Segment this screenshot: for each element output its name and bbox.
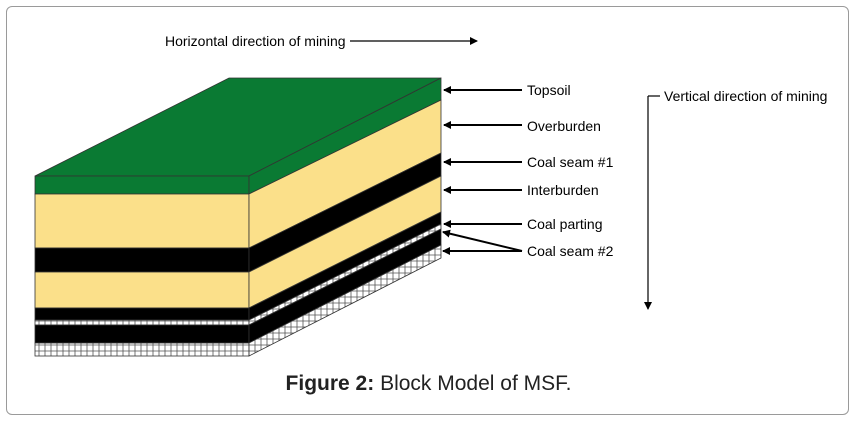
coal-seam-2-leader-upper xyxy=(442,229,523,252)
front-floor xyxy=(34,342,250,357)
vertical-direction-label: Vertical direction of mining xyxy=(664,88,827,104)
coal-parting-label: Coal parting xyxy=(527,216,603,232)
front-topsoil xyxy=(34,175,250,195)
caption-prefix: Figure 2: xyxy=(285,372,375,395)
side-floor xyxy=(248,244,442,357)
overburden-label: Overburden xyxy=(527,118,601,134)
front-coal-parting xyxy=(34,319,250,326)
front-overburden xyxy=(34,193,250,249)
layer-leaders xyxy=(442,86,523,255)
coal-seam-1-label: Coal seam #1 xyxy=(527,154,614,170)
topsoil-label: Topsoil xyxy=(527,82,571,98)
front-coal-seam-2-lower xyxy=(34,324,250,344)
coal-seam-2-label: Coal seam #2 xyxy=(527,243,614,259)
front-coal-seam-2-upper xyxy=(34,307,250,321)
interburden-label: Interburden xyxy=(527,182,599,198)
horizontal-direction-label: Horizontal direction of mining xyxy=(165,33,346,49)
front-interburden xyxy=(34,271,250,309)
caption-text: Block Model of MSF. xyxy=(380,372,572,395)
front-coal-seam-1 xyxy=(34,247,250,273)
figure-caption: Figure 2: Block Model of MSF. xyxy=(0,372,857,396)
block-model xyxy=(34,77,442,357)
